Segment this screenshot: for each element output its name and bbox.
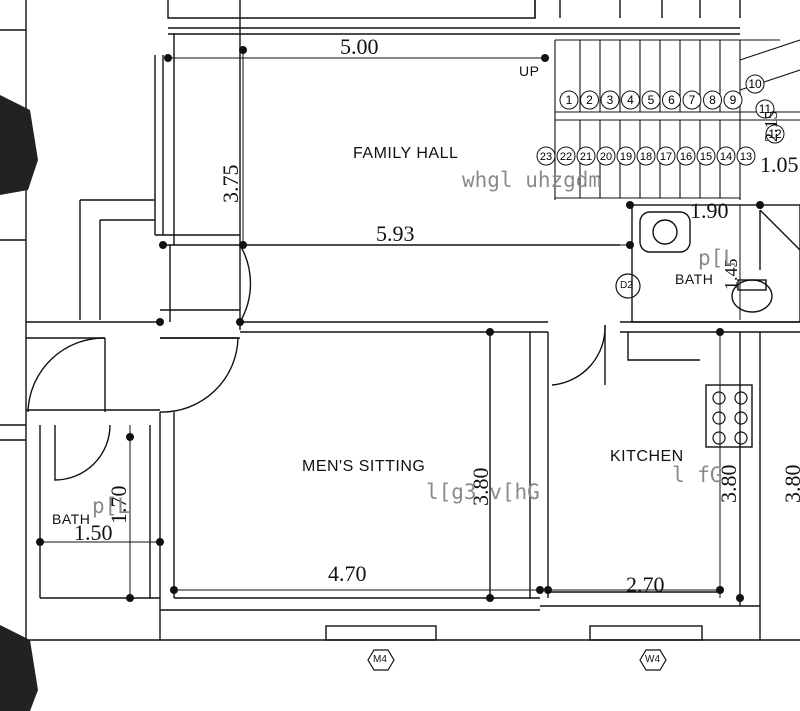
window-m4-tag	[367, 649, 395, 671]
svg-text:20: 20	[600, 151, 612, 163]
stair-step-number: 5	[641, 90, 661, 110]
stair-step-number: 3	[600, 90, 620, 110]
window-m4-label: M4	[373, 654, 387, 665]
svg-text:13: 13	[740, 151, 752, 163]
stove	[705, 384, 753, 448]
room-mens-sitting: MEN'S SITTING	[302, 458, 426, 475]
stair-step-number: 11	[755, 99, 775, 119]
stair-step-number: 18	[636, 146, 656, 166]
stair-step-number: 16	[676, 146, 696, 166]
door-bath-left-arc	[54, 424, 111, 481]
door-family-arc	[239, 244, 252, 323]
svg-text:21: 21	[580, 151, 592, 163]
stair-up-label: UP	[519, 63, 540, 79]
svg-text:9: 9	[730, 93, 737, 107]
door-d2-tag	[615, 273, 641, 299]
ghost-text-family: whgl uhzgdm	[462, 168, 602, 192]
window-w4-tag	[639, 649, 667, 671]
door-d2-label: D2	[620, 280, 633, 291]
door-kitchen-arc	[551, 324, 606, 386]
left-vehicle-shape	[0, 95, 38, 195]
stair-step-number: 19	[616, 146, 636, 166]
dim-stair-gap: 2.15	[761, 110, 781, 143]
stair-step-number: 20	[596, 146, 616, 166]
svg-text:10: 10	[748, 77, 762, 91]
ghost-text-bath-left: p[L	[92, 494, 130, 518]
bath-left-walls	[26, 409, 160, 599]
dim-kitchen-right-depth: 3.80	[780, 464, 800, 504]
svg-text:18: 18	[640, 151, 652, 163]
stair-step-number: 9	[723, 90, 743, 110]
dimension-lines	[40, 50, 760, 598]
svg-text:16: 16	[680, 151, 692, 163]
ghost-text-bath-right: p[L	[698, 246, 736, 270]
window-w4-label: W4	[645, 654, 660, 665]
door-sitting-arc	[159, 337, 239, 413]
dim-family-depth: 3.75	[218, 164, 243, 204]
svg-text:19: 19	[620, 151, 632, 163]
svg-text:8: 8	[709, 93, 716, 107]
svg-text:14: 14	[720, 151, 732, 163]
svg-text:17: 17	[660, 151, 672, 163]
dim-sitting-width: 4.70	[328, 561, 367, 586]
svg-text:5: 5	[648, 93, 655, 107]
svg-text:15: 15	[700, 151, 712, 163]
door-left-arc	[27, 337, 106, 413]
svg-text:23: 23	[540, 151, 552, 163]
svg-text:2: 2	[586, 93, 593, 107]
family-hall-walls	[154, 55, 620, 246]
dim-family-width: 5.93	[376, 221, 415, 246]
room-bath-left: BATH	[52, 511, 91, 527]
window-w4	[589, 625, 703, 641]
svg-text:3: 3	[607, 93, 614, 107]
mens-sitting-walls	[159, 332, 540, 640]
stair-step-number: 12	[765, 124, 785, 144]
stair-step-number: 7	[682, 90, 702, 110]
top-wall	[167, 0, 740, 35]
stair-step-number: 21	[576, 146, 596, 166]
stair-step-number: 10	[745, 74, 765, 94]
svg-text:22: 22	[560, 151, 572, 163]
room-bath-right: BATH	[675, 271, 714, 287]
svg-text:12: 12	[768, 127, 782, 141]
svg-text:1: 1	[566, 93, 573, 107]
stair-step-number: 6	[662, 90, 681, 110]
dim-top-width: 5.00	[340, 34, 379, 59]
svg-text:11: 11	[759, 102, 772, 116]
dim-kitchen-width: 2.70	[626, 572, 665, 597]
stair-step-number: 17	[656, 146, 676, 166]
stair-step-number: 4	[621, 90, 640, 110]
stair-step-number: 13	[736, 146, 756, 166]
stair-step-number: 14	[716, 146, 736, 166]
window-m4	[325, 625, 437, 641]
stair-step-number: 1	[559, 90, 579, 110]
central-wall	[26, 321, 548, 339]
ghost-text-kitchen: l fG	[672, 463, 723, 487]
svg-text:7: 7	[689, 93, 696, 107]
svg-text:4: 4	[627, 93, 634, 107]
kitchen-walls	[529, 332, 761, 640]
stair-step-number: 8	[703, 90, 722, 110]
ghost-text-sitting: l[g3 v[hG	[426, 480, 540, 504]
stair-step-number: 22	[556, 146, 576, 166]
stair-step-number: 15	[696, 146, 716, 166]
stair-step-number: 23	[536, 146, 556, 166]
room-kitchen: KITCHEN	[610, 448, 684, 465]
dim-stair-flight: 1.05	[760, 152, 799, 177]
room-family-hall: FAMILY HALL	[353, 145, 459, 162]
dim-bath-right-width: 1.90	[690, 198, 729, 223]
stair-step-number: 2	[580, 90, 599, 110]
svg-text:6: 6	[668, 93, 675, 107]
dim-bath-left-width: 1.50	[74, 520, 113, 545]
